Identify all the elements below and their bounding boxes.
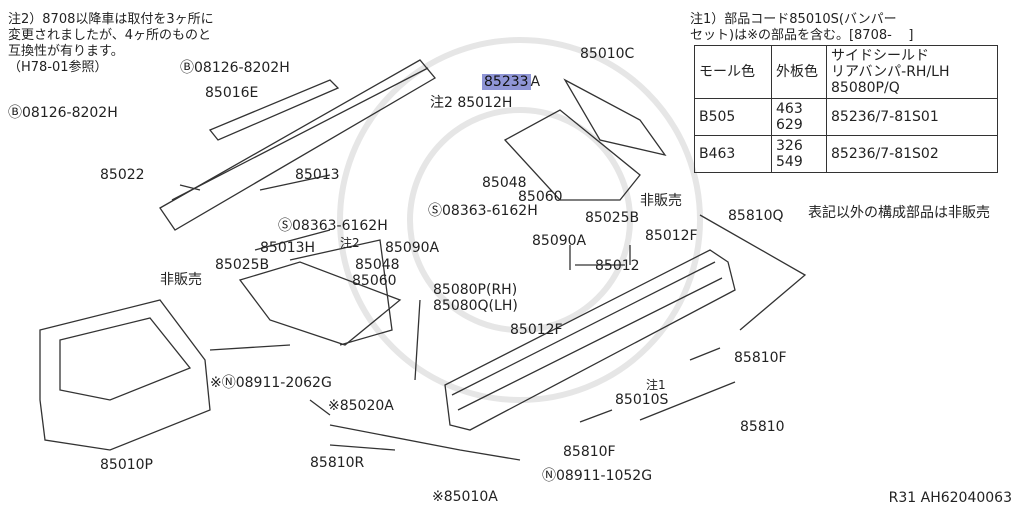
- part-label: 85012F: [645, 228, 698, 244]
- part-label: 85810Q: [728, 208, 784, 224]
- part-label: ※85020A: [328, 398, 394, 414]
- molding-85810: [639, 381, 736, 421]
- molding-85810R: [329, 424, 521, 461]
- part-label: 85810F: [563, 444, 616, 460]
- rear-bumper-85010S: [444, 249, 736, 431]
- part-label: 85090A: [532, 233, 587, 249]
- table-row: B505 463 629 85236/7-81S01: [694, 98, 998, 136]
- diagram-code: R31 AH62040063: [888, 490, 1012, 506]
- part-label: Ⓝ08911-1052G: [542, 468, 653, 484]
- part-label: 注1: [646, 378, 666, 392]
- bumper-reinforcement-85022: [159, 59, 436, 231]
- part-label: 85048: [355, 257, 400, 273]
- part-label: 85010C: [580, 46, 635, 62]
- part-label: 注2 85012H: [430, 95, 513, 111]
- part-label: 85013: [295, 167, 340, 183]
- part-label: Ⓑ08126-8202H: [8, 105, 118, 121]
- part-label: 85013H: [260, 240, 316, 256]
- table-header-cell: サイドシールド リアバンパ-RH/LH 85080P/Q: [826, 45, 998, 99]
- table-cell: 463 629: [771, 98, 827, 136]
- table-row: B463 326 549 85236/7-81S02: [694, 135, 998, 173]
- table-cell: 326 549: [771, 135, 827, 173]
- side-bracket-85012: [503, 109, 641, 201]
- side-bracket-85013: [238, 261, 402, 346]
- table-header-cell: モール色: [694, 45, 772, 99]
- part-label: 85010S: [615, 392, 669, 408]
- part-label: Ⓑ08126-8202H: [180, 60, 290, 76]
- part-label: Ⓢ08363-6162H: [278, 218, 388, 234]
- part-label: 注2: [340, 236, 360, 250]
- part-label: 85060: [518, 189, 563, 205]
- table-cell: B463: [694, 135, 772, 173]
- not-sold-note: 表記以外の構成部品は非販売: [808, 205, 990, 221]
- part-label: 85090A: [385, 240, 440, 256]
- part-label: 85010P: [100, 457, 153, 473]
- part-label: ※Ⓝ08911-2062G: [210, 375, 332, 391]
- part-label: 85048: [482, 175, 527, 191]
- part-label: 85012: [595, 258, 640, 274]
- watermark-emblem: [337, 37, 703, 403]
- table-cell: 85236/7-81S02: [826, 135, 998, 173]
- table-cell: B505: [694, 98, 772, 136]
- table-header-cell: 外板色: [771, 45, 827, 99]
- part-label: 85012F: [510, 322, 563, 338]
- molding-85810F-b: [579, 409, 613, 423]
- molding-85810F-a: [689, 347, 721, 361]
- highlighted-part-number[interactable]: 85233: [482, 74, 531, 90]
- part-label: 85080P(RH) 85080Q(LH): [433, 282, 518, 314]
- note-2: 注2）8708以降車は取付を3ヶ所に 変更されましたが、4ヶ所のものと 互換性が…: [8, 12, 214, 75]
- part-suffix: A: [530, 74, 541, 90]
- reinforcement-cover-85016E: [208, 79, 340, 141]
- part-label: 非販売: [160, 272, 202, 288]
- part-label: 85025B: [215, 257, 270, 273]
- part-label: 85022: [100, 167, 145, 183]
- note-1: 注1）部品コード85010S(バンパー セット)は※の部品を含む。[8708- …: [690, 12, 914, 43]
- part-label: 85060: [352, 273, 397, 289]
- part-label: 85810: [740, 419, 785, 435]
- part-label: 85016E: [205, 85, 259, 101]
- part-label: 85025B: [585, 210, 640, 226]
- molding-85810Q: [699, 214, 807, 331]
- part-label: 85810F: [734, 350, 787, 366]
- table-cell: 85236/7-81S01: [826, 98, 998, 136]
- car-outline: [39, 299, 211, 451]
- part-label: ※85010A: [432, 489, 498, 505]
- color-spec-table: モール色 外板色 サイドシールド リアバンパ-RH/LH 85080P/Q B5…: [694, 45, 998, 173]
- table-header-row: モール色 外板色 サイドシールド リアバンパ-RH/LH 85080P/Q: [694, 45, 998, 99]
- part-label: 85810R: [310, 455, 365, 471]
- part-label: 非販売: [640, 193, 682, 209]
- part-label: Ⓢ08363-6162H: [428, 203, 538, 219]
